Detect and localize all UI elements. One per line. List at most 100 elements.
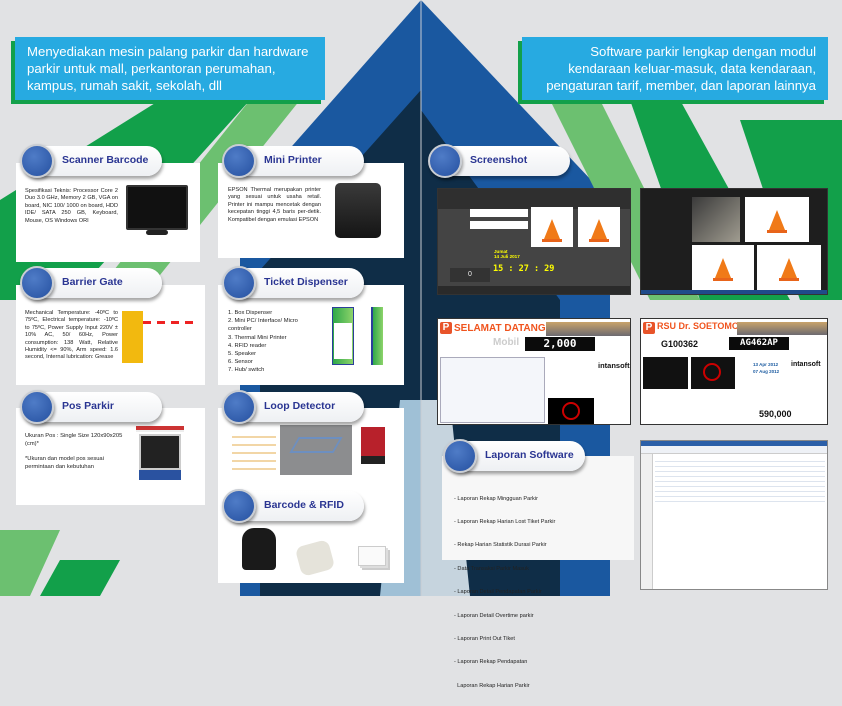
monitor-stand (146, 230, 168, 235)
bullet-circle-icon (222, 489, 256, 523)
pos-size-text: Ukuran Pos : Single Size 120x90x205 (cm)… (25, 433, 123, 448)
camera-placeholder-cone-icon (767, 210, 787, 233)
date-text: 14 Juli 2017 (494, 254, 520, 259)
scanner-barcode-heading: Scanner Barcode (20, 144, 162, 178)
heading-label: Mini Printer (264, 154, 322, 166)
mini-printer-heading: Mini Printer (222, 144, 364, 178)
bullet-circle-icon (222, 266, 256, 300)
heading-label: Ticket Dispenser (264, 276, 348, 288)
list-item: - Rekap Harian Statistik Durasi Parkir (454, 542, 547, 549)
tariff-display: 2,000 (525, 337, 595, 351)
rfid-reader-image (294, 539, 336, 577)
list-item: 6. Sensor (228, 359, 253, 366)
heading-label: Loop Detector (264, 400, 336, 412)
scanner-barcode-card: Spesifikasi Teknis: Processor Core 2 Duo… (16, 163, 200, 262)
barrier-gate-card: Mechanical Temperature: -40ºC to 75ºC, E… (16, 285, 205, 385)
screenshot-parking-entry: P SELAMAT DATANG Mobil 2,000 intansoft (437, 318, 631, 425)
welcome-banner-text: SELAMAT DATANG (454, 323, 546, 334)
mini-printer-card: EPSON Thermal merupakan printer yang ses… (218, 163, 404, 258)
bullet-circle-icon (222, 390, 256, 424)
loop-detector-device (361, 427, 385, 464)
loop-install-diagram (232, 432, 276, 476)
bullet-circle-icon (443, 439, 477, 473)
day-text: Jumat (494, 249, 508, 254)
plate-out-display: AG462AP (729, 337, 789, 350)
loop-detector-heading: Loop Detector (222, 390, 364, 424)
barcode-rfid-heading: Barcode & RFID (222, 489, 364, 523)
list-item: 7. Hub/ switch (228, 367, 265, 374)
parking-logo-icon: P (643, 322, 655, 334)
list-item: Laporan Rekap Harian Parkir (454, 682, 530, 689)
right-header-text: Software parkir lengkap dengan modul ken… (546, 44, 816, 93)
scanner-spec-text: Spesifikasi Teknis: Processor Core 2 Duo… (25, 188, 118, 224)
booth-roof (136, 426, 184, 432)
printer-spec-text: EPSON Thermal merupakan printer yang ses… (228, 187, 321, 223)
list-item: - Laporan Print Out Tiket (454, 635, 515, 642)
list-item: - Laporan Detail Pendapatan Parkir (454, 589, 542, 596)
brand-text: intansoft (598, 361, 630, 370)
dispenser-component-list: 1. Box Dispenser 2. Mini PC/ Interface/ … (228, 309, 318, 375)
total-fee-text: 590,000 (759, 409, 792, 419)
barrier-gate-image (122, 311, 143, 363)
road-loop-photo (280, 425, 352, 475)
date-in-text: 13 Apr 2012 (753, 362, 779, 367)
camera-view (578, 207, 620, 247)
heading-label: Pos Parkir (62, 400, 114, 412)
report-list: - Laporan Rekap Mingguan Parkir - Lapora… (454, 480, 632, 706)
printer-image (335, 183, 381, 238)
heading-label: Scanner Barcode (62, 154, 149, 166)
vehicle-type-text: Mobil (493, 337, 520, 348)
camera-placeholder-cone-icon (542, 219, 562, 242)
bullet-circle-icon (20, 266, 54, 300)
list-item: 2. Mini PC/ Interface/ Micro controller (228, 318, 298, 333)
bullet-circle-icon (20, 390, 54, 424)
camera-placeholder-cone-icon (779, 258, 799, 281)
barrier-spec-text: Mechanical Temperature: -40ºC to 75ºC, E… (25, 310, 118, 361)
dispenser-panel (334, 323, 352, 359)
ticket-dispenser-card: 1. Box Dispenser 2. Mini PC/ Interface/ … (218, 285, 404, 385)
pos-parkir-heading: Pos Parkir (20, 390, 162, 424)
brand-text: intansoft (791, 361, 821, 368)
list-item: 5. Speaker (228, 351, 257, 358)
count-text: 0 (450, 268, 490, 282)
heading-label: Barcode & RFID (264, 499, 344, 511)
screenshot-camera-monitor (640, 188, 828, 295)
date-out-text: 07 Aug 2012 (753, 369, 780, 374)
list-item: - Laporan Rekap Mingguan Parkir (454, 495, 538, 502)
screenshot-parking-exit: P RSU Dr. SOETOMO G100362 AG462AP 13 Apr… (640, 318, 828, 425)
screenshot-heading: Screenshot (428, 144, 570, 178)
barrier-arm (143, 321, 193, 324)
list-item: - Data Transaksi Parkir Masuk (454, 565, 529, 572)
list-item: 1. Box Dispenser (228, 310, 273, 316)
reports-card: - Laporan Rekap Mingguan Parkir - Lapora… (442, 456, 634, 689)
pos-parkir-card: Ukuran Pos : Single Size 120x90x205 (cm)… (16, 408, 205, 505)
bullet-circle-icon (222, 144, 256, 178)
barcode-scanner-image (242, 528, 276, 570)
plate-in-text: G100362 (661, 339, 699, 349)
rfid-cards-image (358, 546, 386, 566)
hospital-banner-text: RSU Dr. SOETOMO (657, 321, 739, 331)
list-item: - Laporan Rekap Pendapatan (454, 659, 528, 666)
camera-placeholder-cone-icon (713, 258, 733, 281)
clock-text: 15 : 27 : 29 (493, 264, 555, 274)
dispenser-side-diagram (371, 307, 383, 365)
list-item: - Laporan Rekap Harian Lost Tiket Parkir (454, 518, 556, 525)
bullet-circle-icon (20, 144, 54, 178)
ticket-dispenser-heading: Ticket Dispenser (222, 266, 364, 300)
list-item: - Laporan Detail Overtime parkir (454, 612, 534, 619)
list-item: 3. Thermal Mini Printer (228, 334, 287, 341)
heading-label: Laporan Software (485, 449, 574, 461)
booth-base (139, 470, 181, 480)
camera-view (531, 207, 573, 247)
right-header-banner: Software parkir lengkap dengan modul ken… (522, 37, 828, 100)
parking-logo-icon: P (440, 322, 452, 334)
heading-label: Barrier Gate (62, 276, 123, 288)
booth-image (139, 434, 181, 470)
monitor-image (126, 185, 188, 230)
pos-note-text: *Ukuran dan model pos sesuai permintaan … (25, 456, 104, 471)
left-header-text: Menyediakan mesin palang parkir dan hard… (27, 44, 309, 93)
screenshot-report-window (640, 440, 828, 590)
left-header-banner: Menyediakan mesin palang parkir dan hard… (15, 37, 325, 100)
bullet-circle-icon (428, 144, 462, 178)
